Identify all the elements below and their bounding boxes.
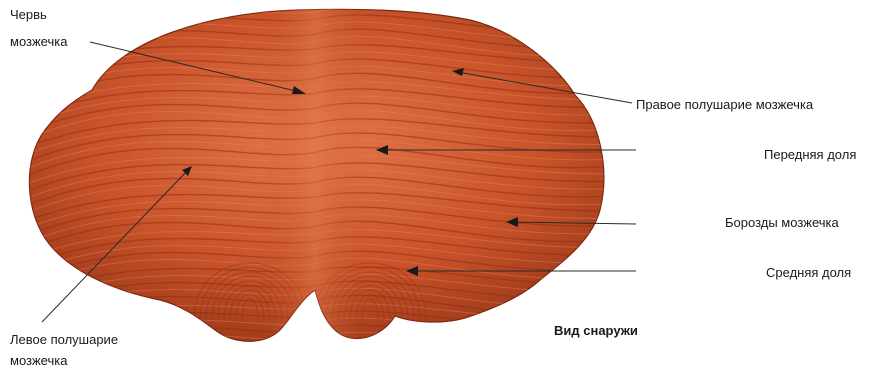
label-fissures: Борозды мозжечка: [725, 214, 839, 232]
label-right-hemisphere: Правое полушарие мозжечка: [636, 96, 813, 114]
label-left-hemisphere-line1: Левое полушарие: [10, 331, 118, 349]
folium-stripe: [20, 304, 610, 334]
view-caption: Вид снаружи: [554, 322, 638, 340]
label-left-hemisphere-line2: мозжечка: [10, 352, 67, 370]
label-middle-lobe: Средняя доля: [766, 264, 851, 282]
folium-stripe: [20, 295, 610, 326]
label-vermis-line1: Червь: [10, 6, 47, 24]
label-vermis-line2: мозжечка: [10, 33, 67, 51]
label-anterior-lobe: Передняя доля: [764, 146, 856, 164]
vermis-highlight: [260, 0, 370, 345]
